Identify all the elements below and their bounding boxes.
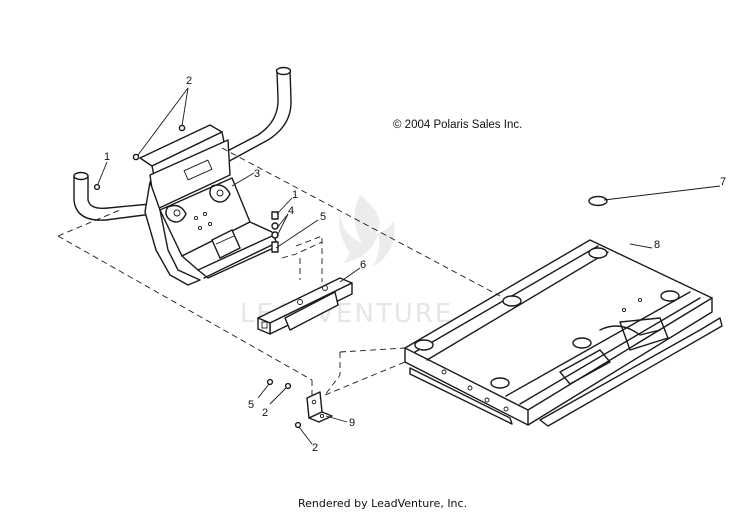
side-bracket [266,378,333,429]
callout-7: 7 [720,176,726,188]
callout-3: 3 [254,168,260,180]
callout-4: 4 [288,205,294,217]
plug-cap [588,195,608,207]
callout-8: 8 [654,239,660,251]
footer-credit: Rendered by LeadVenture, Inc. [298,497,467,510]
callout-9: 9 [349,417,355,429]
callout-1-right: 1 [292,189,298,201]
receiver-bracket [257,277,353,335]
hardware-stack [271,211,279,253]
copyright-text: © 2004 Polaris Sales Inc. [393,119,522,131]
callout-5-top: 5 [320,211,326,223]
alignment-lines [57,147,501,396]
callout-labels: 2 1 3 1 4 5 6 7 8 5 2 9 2 [104,75,726,454]
front-bumper-assembly [73,66,292,286]
callout-2-bottom: 2 [312,442,318,454]
callout-2-top: 2 [186,75,192,87]
callout-1-left: 1 [104,151,110,163]
callout-2-mid: 2 [262,407,268,419]
rear-frame-deck [404,239,723,427]
callout-5-bottom: 5 [248,399,254,411]
callout-leaders [97,87,721,445]
callout-6: 6 [360,259,366,271]
